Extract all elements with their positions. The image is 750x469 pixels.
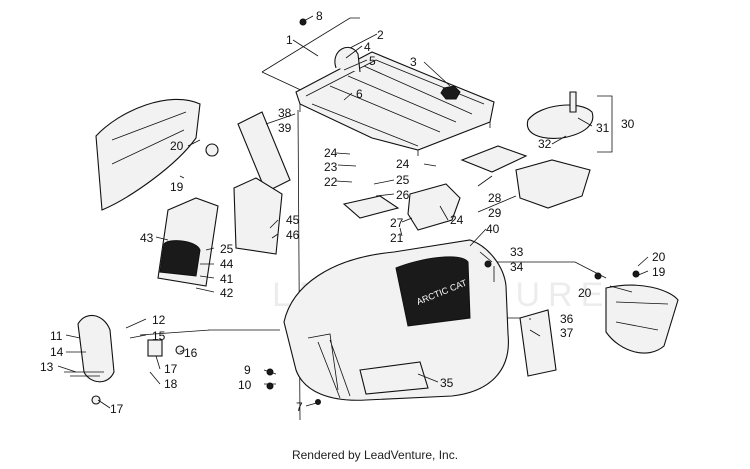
callout-44: 44 bbox=[220, 257, 234, 271]
callout-10: 10 bbox=[238, 378, 252, 392]
callout-25-b: 25 bbox=[220, 242, 234, 256]
fasteners bbox=[266, 18, 640, 405]
callout-7: 7 bbox=[296, 400, 303, 414]
callout-45: 45 bbox=[286, 213, 300, 227]
callout-15: 15 bbox=[152, 329, 166, 343]
callout-19-left: 19 bbox=[170, 180, 184, 194]
callout-42: 42 bbox=[220, 286, 234, 300]
callout-20-right-b: 20 bbox=[578, 286, 592, 300]
storage-box bbox=[460, 145, 591, 209]
right-side-panel bbox=[605, 284, 679, 354]
storage-lid bbox=[526, 91, 594, 139]
callout-24-a: 24 bbox=[324, 146, 338, 160]
callout-8: 8 bbox=[316, 9, 323, 23]
nut-3 bbox=[440, 85, 461, 100]
callout-39: 39 bbox=[278, 121, 292, 135]
footer-credit: Rendered by LeadVenture, Inc. bbox=[291, 448, 459, 462]
left-side-panel bbox=[95, 98, 219, 211]
callout-13: 13 bbox=[40, 360, 54, 374]
callout-2: 2 bbox=[377, 28, 384, 42]
callout-4: 4 bbox=[364, 40, 371, 54]
callout-3: 3 bbox=[410, 55, 417, 69]
callout-26: 26 bbox=[396, 188, 410, 202]
callout-22: 22 bbox=[324, 175, 338, 189]
callout-17-b: 17 bbox=[110, 402, 124, 416]
callout-34: 34 bbox=[510, 260, 524, 274]
callout-21: 21 bbox=[390, 231, 404, 245]
callout-33: 33 bbox=[510, 245, 524, 259]
callout-labels: 8 1 2 4 5 3 6 38 39 30 31 32 20 19 24 23… bbox=[40, 9, 666, 416]
callout-29: 29 bbox=[488, 206, 502, 220]
callout-27: 27 bbox=[390, 216, 404, 230]
callout-40: 40 bbox=[486, 222, 500, 236]
callout-41: 41 bbox=[220, 272, 234, 286]
callout-46: 46 bbox=[286, 228, 300, 242]
callout-28: 28 bbox=[488, 191, 502, 205]
front-fender: ARCTIC CAT bbox=[283, 239, 509, 401]
callout-38: 38 bbox=[278, 106, 292, 120]
callout-30: 30 bbox=[621, 117, 635, 131]
decal-38 bbox=[237, 111, 291, 193]
callout-12: 12 bbox=[152, 313, 166, 327]
callout-36: 36 bbox=[560, 312, 574, 326]
callout-19-right: 19 bbox=[652, 265, 666, 279]
callout-24-b: 24 bbox=[396, 157, 410, 171]
callout-6: 6 bbox=[356, 87, 363, 101]
callout-31: 31 bbox=[596, 121, 610, 135]
callout-23: 23 bbox=[324, 160, 338, 174]
callout-20-left: 20 bbox=[170, 139, 184, 153]
callout-14: 14 bbox=[50, 345, 64, 359]
bracket-30 bbox=[597, 95, 613, 153]
callout-18: 18 bbox=[164, 377, 178, 391]
callout-9: 9 bbox=[244, 363, 251, 377]
callout-37: 37 bbox=[560, 326, 574, 340]
decal-36 bbox=[519, 309, 557, 377]
callout-5: 5 bbox=[369, 54, 376, 68]
center-console bbox=[157, 177, 283, 287]
callout-1: 1 bbox=[286, 33, 293, 47]
callout-32: 32 bbox=[538, 137, 552, 151]
leader-lines bbox=[57, 15, 649, 409]
frame-left bbox=[139, 329, 280, 336]
callout-25-a: 25 bbox=[396, 173, 410, 187]
callout-24-c: 24 bbox=[450, 213, 464, 227]
callout-43: 43 bbox=[140, 231, 154, 245]
callout-16: 16 bbox=[184, 346, 198, 360]
rear-rack bbox=[295, 46, 495, 156]
callout-20-right: 20 bbox=[652, 250, 666, 264]
headlight-assembly bbox=[64, 314, 185, 405]
callout-17-a: 17 bbox=[164, 362, 178, 376]
callout-35: 35 bbox=[440, 376, 454, 390]
callout-11: 11 bbox=[50, 329, 63, 343]
